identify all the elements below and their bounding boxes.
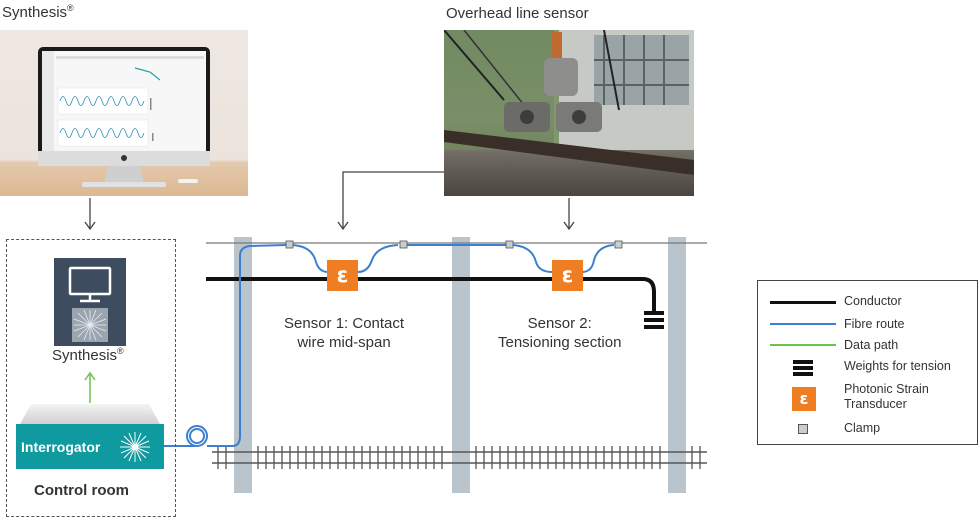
fibre-route	[164, 244, 615, 447]
synthesis-computer-photo	[0, 30, 248, 196]
interrogator-burst-icon	[120, 432, 150, 462]
legend: Conductor Fibre route Data path Weights …	[757, 280, 978, 445]
tension-weights	[644, 311, 664, 329]
legend-conductor-label: Conductor	[844, 294, 902, 308]
legend-fibre-swatch	[770, 323, 836, 325]
strain-transducer-2: ε	[552, 260, 583, 291]
conductor-line	[206, 277, 656, 312]
legend-conductor-swatch	[770, 301, 836, 304]
railway-track	[212, 446, 707, 469]
legend-data-path-swatch	[770, 344, 836, 346]
control-room-box	[6, 239, 176, 517]
legend-data-path-label: Data path	[844, 338, 899, 352]
clamps	[285, 240, 623, 249]
legend-fibre-label: Fibre route	[844, 317, 905, 331]
strain-transducer-icon: ε	[792, 387, 816, 411]
weights-icon	[793, 360, 813, 376]
pole-1	[234, 237, 252, 493]
legend-weights-label: Weights for tension	[844, 359, 951, 373]
sensor1-label: Sensor 1: Contact wire mid-span	[284, 315, 405, 351]
overhead-line-sensor-photo	[444, 30, 694, 196]
overhead-line-sensor-title: Overhead line sensor	[446, 5, 589, 22]
interrogator-device	[16, 424, 164, 469]
photo-arrows	[84, 171, 575, 231]
interrogator-top	[20, 404, 160, 424]
interrogator-label: Interrogator	[21, 439, 101, 455]
synthesis-software-label: Synthesis®	[52, 346, 124, 364]
pole-2	[452, 237, 470, 493]
synthesis-software-icon	[54, 258, 126, 346]
legend-transducer-label: Photonic Strain Transducer	[844, 382, 929, 411]
clamp-icon	[798, 424, 808, 434]
synthesis-title: Synthesis®	[2, 3, 74, 21]
sensor2-label: Sensor 2: Tensioning section	[498, 315, 622, 351]
pole-3	[668, 237, 686, 493]
control-room-label: Control room	[34, 482, 129, 499]
legend-clamp-label: Clamp	[844, 421, 881, 435]
strain-transducer-1: ε	[327, 260, 358, 291]
data-path-arrow	[84, 371, 96, 403]
